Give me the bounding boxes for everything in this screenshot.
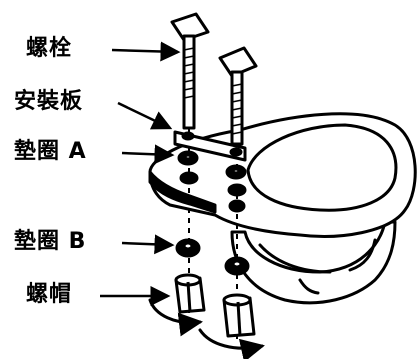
label-mounting-plate: 安裝板 (14, 89, 84, 114)
mounting-plate (173, 130, 247, 162)
label-nut: 螺帽 (26, 282, 73, 307)
label-washer-b: 墊圈 B (14, 229, 87, 254)
mount-holes (179, 171, 247, 213)
bolt-right (218, 46, 258, 146)
bolt-left (170, 12, 210, 130)
label-bolt: 螺栓 (26, 36, 73, 61)
washer-b (175, 238, 250, 276)
leader-arrows (100, 41, 181, 306)
washer-a (177, 150, 247, 180)
label-washer-a: 墊圈 A (14, 139, 87, 164)
nut-left (174, 273, 206, 314)
nut-right (222, 293, 256, 338)
